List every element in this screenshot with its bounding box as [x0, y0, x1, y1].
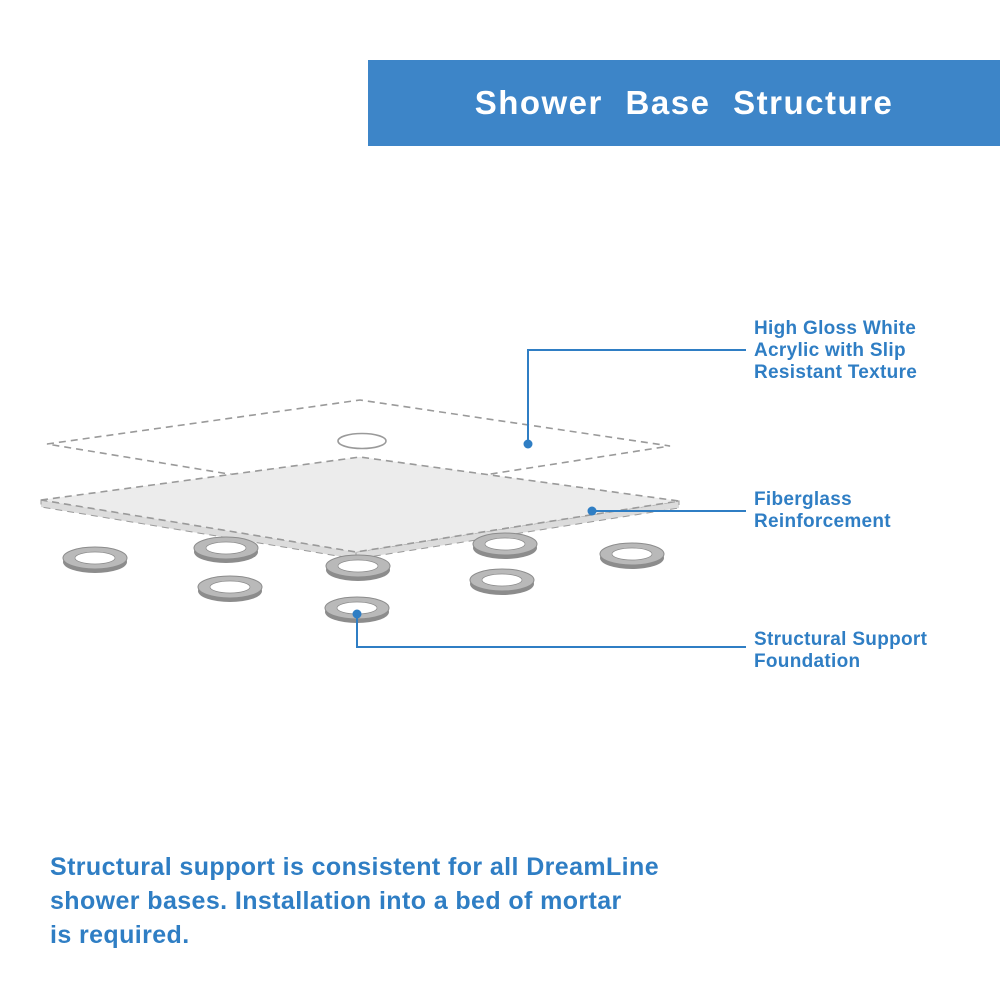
label-support-line-2: Foundation: [754, 651, 861, 672]
label-acrylic-line-3: Resistant Texture: [754, 362, 918, 383]
support-ring-3: [325, 554, 391, 582]
callout-fiberglass-dot: [587, 506, 597, 516]
support-ring-7: [469, 568, 535, 596]
footer-line-1: Structural support is consistent for all…: [50, 853, 660, 881]
support-ring-6: [197, 575, 263, 603]
footer-line-2: shower bases. Installation into a bed of…: [50, 887, 622, 915]
label-acrylic-line-2: Acrylic with Slip: [754, 340, 906, 361]
drain-oval: [337, 432, 387, 450]
callout-support-dot: [352, 609, 362, 619]
label-support: Structural Support Foundation: [754, 629, 927, 673]
footer-line-3: is required.: [50, 921, 190, 949]
page-title: Shower Base Structure: [474, 84, 894, 121]
header-bar: Shower Base Structure: [368, 60, 1000, 146]
fiberglass-layer: [40, 456, 680, 553]
label-support-line-1: Structural Support: [754, 629, 928, 650]
callout-acrylic-line: [527, 349, 746, 441]
footer-note: Structural support is consistent for all…: [50, 850, 659, 952]
label-fiberglass-line-2: Reinforcement: [754, 511, 891, 532]
support-ring-2: [193, 536, 259, 564]
callout-support-line: [356, 616, 746, 648]
acrylic-layer: [46, 399, 671, 496]
label-acrylic: High Gloss White Acrylic with Slip Resis…: [754, 318, 917, 384]
support-ring-5: [599, 542, 665, 570]
callout-acrylic-dot: [523, 439, 533, 449]
support-ring-4: [472, 532, 538, 560]
label-acrylic-line-1: High Gloss White: [754, 318, 917, 339]
support-ring-1: [62, 546, 128, 574]
label-fiberglass: Fiberglass Reinforcement: [754, 489, 891, 533]
label-fiberglass-line-1: Fiberglass: [754, 489, 853, 510]
